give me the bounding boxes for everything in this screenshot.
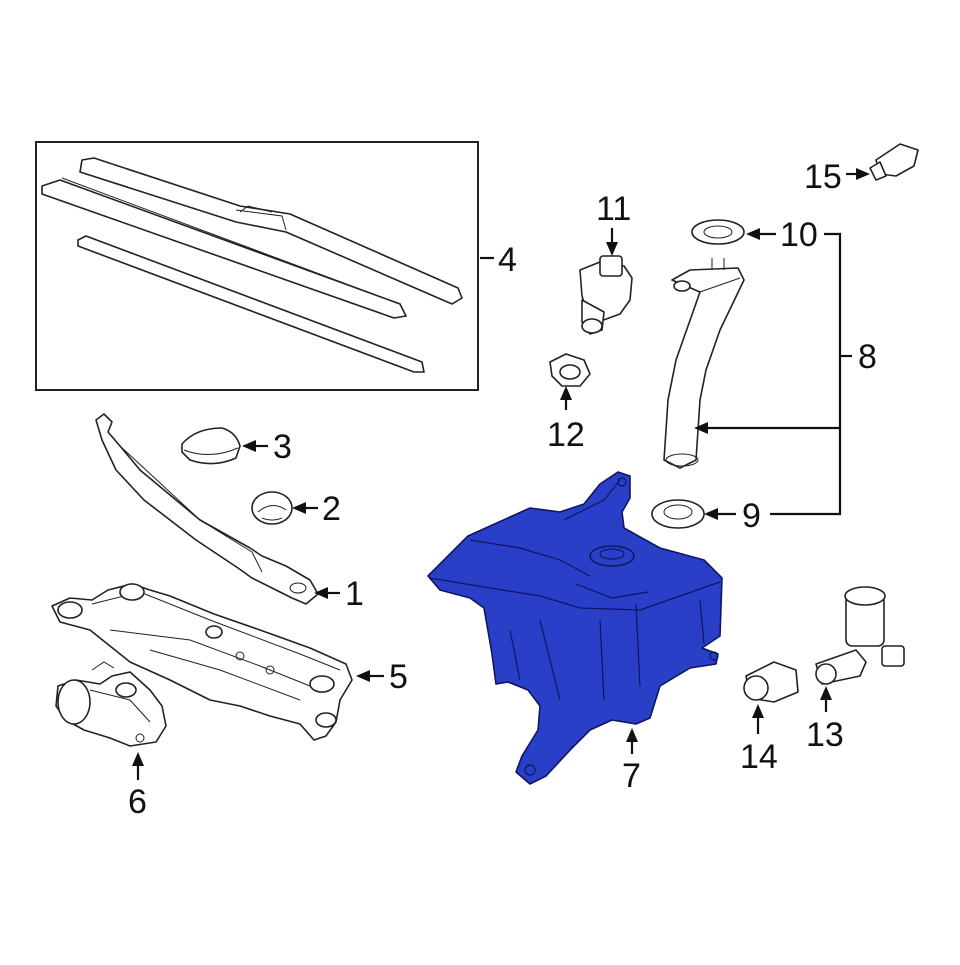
filler-neck xyxy=(663,219,745,469)
pump-grommet xyxy=(743,661,799,703)
callout-9: 9 xyxy=(742,497,761,535)
filler-cap xyxy=(691,219,745,245)
wiper-linkage xyxy=(51,583,353,741)
blade-refill-strip-lower xyxy=(77,235,425,373)
wiper-blade-kit xyxy=(35,141,479,391)
pivot-cap xyxy=(181,427,241,465)
nut-cover xyxy=(251,491,293,525)
callout-7: 7 xyxy=(622,757,641,795)
wiper-arm xyxy=(95,413,319,605)
callout-13: 13 xyxy=(806,716,844,754)
callout-11: 11 xyxy=(596,190,631,228)
blade-kit-frame xyxy=(35,141,479,391)
wiper-motor xyxy=(55,661,167,747)
washer-valve xyxy=(579,255,633,335)
callout-1: 1 xyxy=(345,575,364,613)
callout-labels: 1 2 3 4 5 6 7 8 9 10 11 12 13 14 15 xyxy=(128,158,877,821)
callout-3: 3 xyxy=(273,428,292,466)
callout-2: 2 xyxy=(322,490,341,528)
callout-12: 12 xyxy=(547,416,585,454)
callout-5: 5 xyxy=(389,658,408,696)
callout-8: 8 xyxy=(858,338,877,376)
callout-14: 14 xyxy=(740,738,778,776)
washer-pump xyxy=(815,586,905,685)
blade-refill-strip xyxy=(41,179,407,319)
callout-4: 4 xyxy=(498,241,517,279)
hex-nut xyxy=(549,353,591,387)
callout-10: 10 xyxy=(780,216,818,254)
filler-grommet xyxy=(651,499,705,529)
hose-clip xyxy=(869,143,919,181)
callout-6: 6 xyxy=(128,783,147,821)
callout-15: 15 xyxy=(804,158,842,196)
leaders xyxy=(132,168,870,780)
washer-reservoir xyxy=(427,471,723,785)
wiper-blade xyxy=(79,157,463,305)
